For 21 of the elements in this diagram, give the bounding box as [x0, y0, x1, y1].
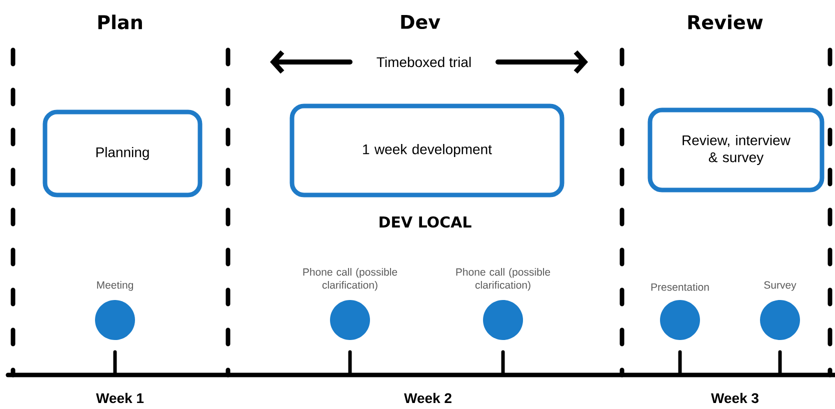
process-box: Planning: [42, 110, 202, 198]
event-label: Phone call (possible clarification): [303, 268, 398, 291]
event-label: Meeting: [97, 281, 133, 291]
event-dot: [660, 300, 700, 340]
event-dot: [483, 300, 523, 340]
event-label: Survey: [764, 281, 796, 291]
event-dot: [95, 300, 135, 340]
week-label: Week 2: [404, 392, 452, 404]
week-label: Week 1: [96, 392, 144, 404]
event-label: Presentation: [651, 283, 709, 291]
process-box: Review, interview & survey: [648, 108, 824, 192]
span-label: Timeboxed trial: [376, 56, 471, 68]
process-box: 1 week development: [290, 104, 564, 198]
event-label: Phone call (possible clarification): [456, 268, 550, 291]
week-label: Week 3: [711, 392, 758, 404]
phase-heading: Dev: [401, 14, 440, 30]
phase-heading: Plan: [98, 14, 142, 30]
event-dot: [760, 300, 800, 340]
note-label: DEV LOCAL: [380, 216, 472, 228]
phase-heading: Review: [688, 14, 763, 30]
event-dot: [330, 300, 370, 340]
